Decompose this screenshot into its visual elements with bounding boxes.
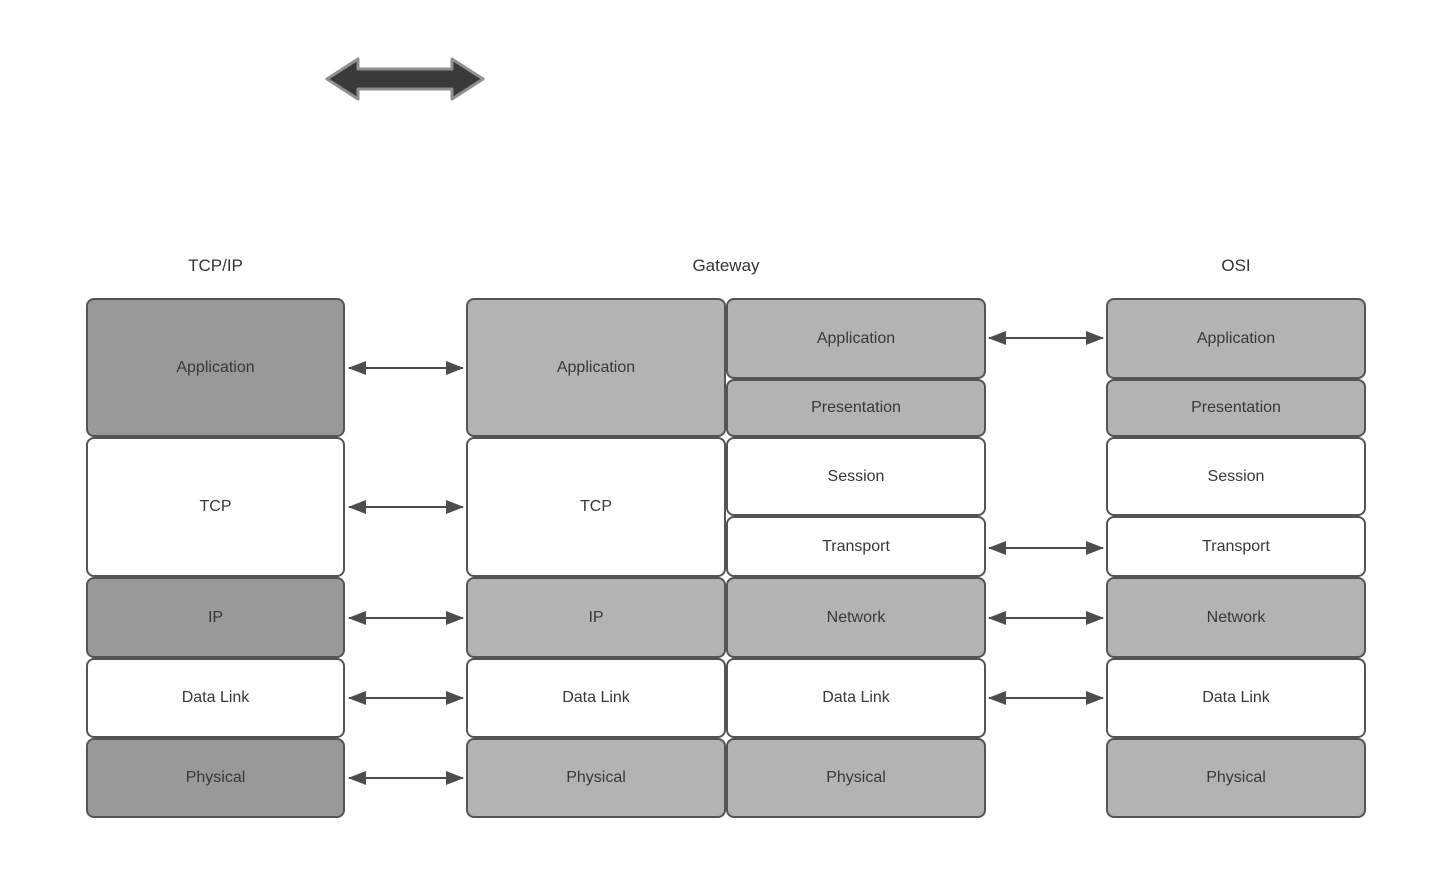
gateway-left-layer-tcp: TCP bbox=[466, 437, 726, 577]
gateway-left-layer-data-link: Data Link bbox=[466, 658, 726, 738]
gateway-left-layer-application: Application bbox=[466, 298, 726, 437]
gateway-right-layer-physical: Physical bbox=[726, 738, 986, 818]
tcpip-layer-physical: Physical bbox=[86, 738, 345, 818]
gateway-right-layer-transport: Transport bbox=[726, 516, 986, 577]
column-header-osi: OSI bbox=[1221, 256, 1251, 275]
tcpip-layer-application: Application bbox=[86, 298, 345, 437]
column-header-tcpip: TCP/IP bbox=[188, 256, 243, 275]
gateway-left-layer-physical: Physical bbox=[466, 738, 726, 818]
gateway-right-layer-presentation: Presentation bbox=[726, 379, 986, 437]
column-header-gateway: Gateway bbox=[692, 256, 760, 275]
osi-layer-transport: Transport bbox=[1106, 516, 1366, 577]
gateway-right-layer-application: Application bbox=[726, 298, 986, 379]
osi-layer-application: Application bbox=[1106, 298, 1366, 379]
tcpip-layer-ip: IP bbox=[86, 577, 345, 658]
osi-layer-data-link: Data Link bbox=[1106, 658, 1366, 738]
tcpip-layer-data-link: Data Link bbox=[86, 658, 345, 738]
gateway-right-layer-data-link: Data Link bbox=[726, 658, 986, 738]
osi-layer-network: Network bbox=[1106, 577, 1366, 658]
osi-layer-session: Session bbox=[1106, 437, 1366, 516]
osi-layer-presentation: Presentation bbox=[1106, 379, 1366, 437]
gateway-left-layer-ip: IP bbox=[466, 577, 726, 658]
gateway-right-layer-network: Network bbox=[726, 577, 986, 658]
gateway-right-layer-session: Session bbox=[726, 437, 986, 516]
osi-layer-physical: Physical bbox=[1106, 738, 1366, 818]
tcpip-layer-tcp: TCP bbox=[86, 437, 345, 577]
thick-arrow-shape bbox=[325, 57, 485, 101]
